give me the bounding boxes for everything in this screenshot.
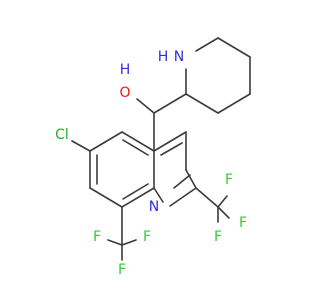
fluorine-label: F	[214, 229, 222, 245]
bond	[153, 131, 187, 152]
chlorine-label: Cl	[55, 127, 69, 143]
bond	[153, 93, 187, 114]
bond	[107, 239, 123, 246]
hydroxyl-o-label: O	[119, 85, 130, 101]
bond	[173, 174, 191, 189]
hydroxyl-h-label: H	[120, 62, 131, 78]
bond	[217, 37, 251, 58]
bond	[195, 187, 219, 208]
bond	[217, 206, 230, 219]
bond	[217, 93, 251, 114]
ring-nitrogen-label: N	[149, 199, 159, 215]
bond	[121, 131, 155, 152]
structure-canvas: H N H O Cl N F F F F F F	[55, 37, 251, 278]
bond	[195, 37, 219, 52]
bond	[153, 187, 164, 203]
fluorine-label: F	[118, 262, 126, 278]
bond	[121, 187, 155, 208]
fluorine-label: F	[239, 215, 247, 231]
bond	[122, 139, 149, 156]
bond	[185, 93, 219, 114]
bond	[89, 187, 123, 208]
bond	[122, 183, 149, 200]
amine-h-label: H	[158, 49, 169, 65]
bond	[169, 187, 197, 207]
bond	[136, 98, 155, 114]
bond	[71, 140, 91, 152]
fluorine-label: F	[93, 229, 101, 245]
bond	[121, 239, 137, 246]
molecule-diagram: H N H O Cl N F F F F F F	[55, 37, 251, 278]
bond	[185, 169, 197, 189]
bond	[89, 131, 123, 152]
bond	[160, 142, 183, 156]
bond	[217, 195, 228, 208]
amine-n-label: N	[174, 49, 184, 65]
fluorine-label: F	[143, 229, 151, 245]
fluorine-label: F	[225, 172, 233, 188]
